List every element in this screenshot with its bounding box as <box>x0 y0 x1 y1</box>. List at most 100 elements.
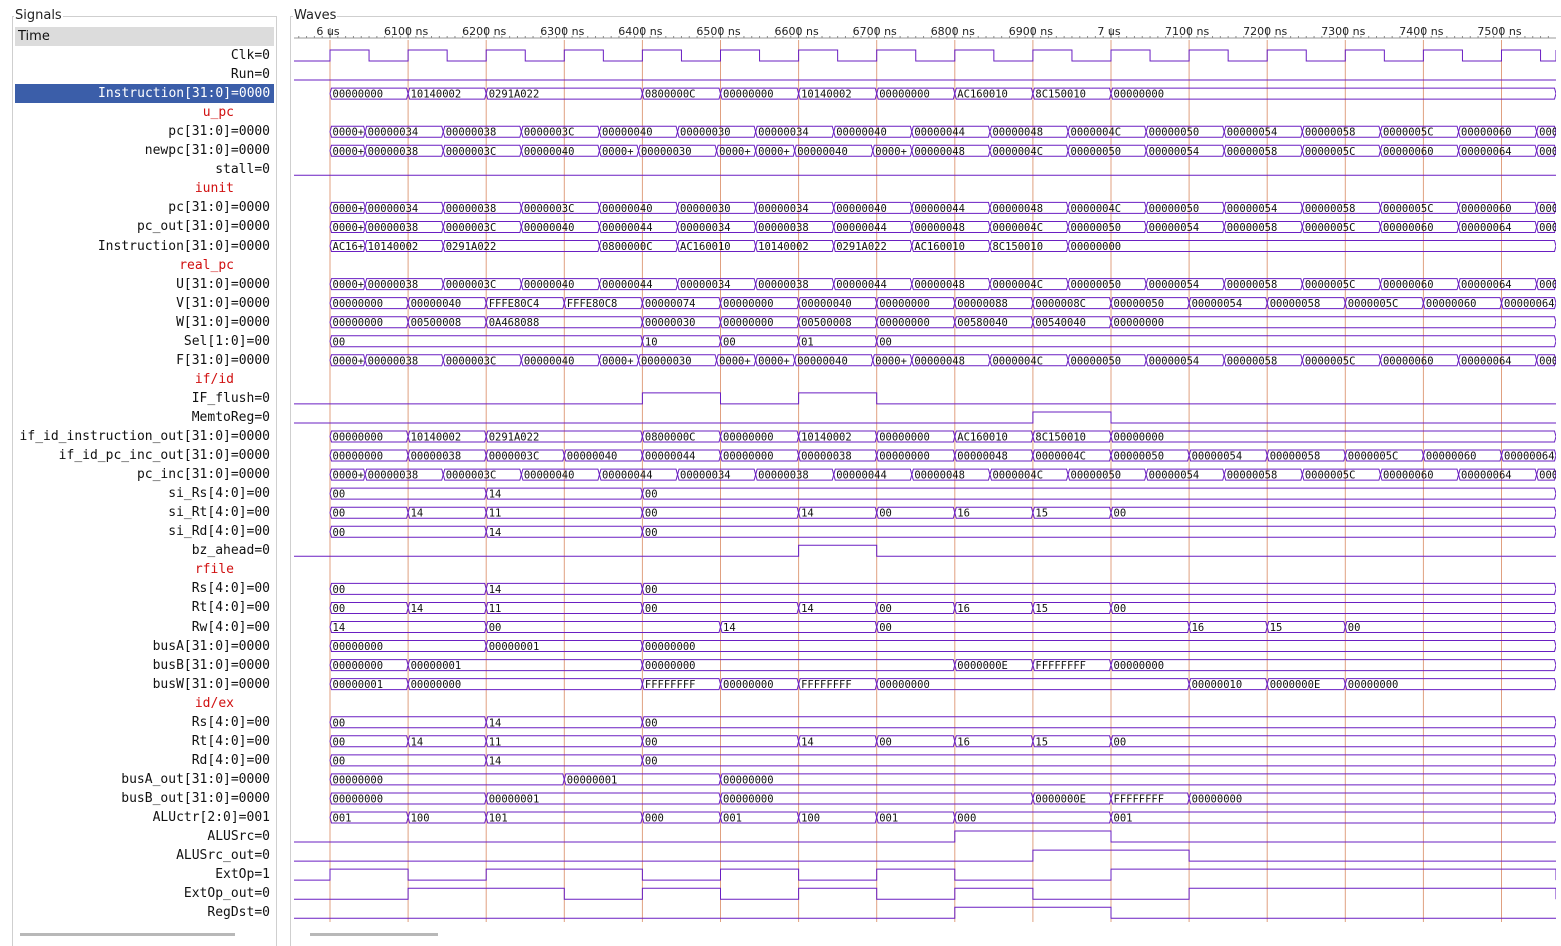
bus-segment[interactable]: 00000040 <box>794 144 874 158</box>
signal-group-rfile[interactable]: rfile <box>15 560 274 579</box>
bus-segment[interactable]: 00500008 <box>407 316 487 330</box>
bus-segment[interactable]: 001 <box>329 811 409 825</box>
bus-segment[interactable]: 15 <box>1266 621 1346 635</box>
bus-segment[interactable]: 0000+ <box>329 125 366 139</box>
bus-segment[interactable]: 00000038 <box>364 278 444 292</box>
bus-segment[interactable]: 00000068 <box>1536 144 1556 158</box>
bus-segment[interactable]: 00000040 <box>407 297 487 311</box>
signal-row-f-31-0-0000[interactable]: F[31:0]=0000 <box>15 351 274 370</box>
bus-segment[interactable]: 00000044 <box>833 278 913 292</box>
bus-segment[interactable]: 0000004C <box>989 468 1069 482</box>
bus-segment[interactable]: 16 <box>954 601 1034 615</box>
bus-segment[interactable]: 16 <box>954 735 1034 749</box>
bus-segment[interactable]: 00000000 <box>1188 792 1556 806</box>
bus-segment[interactable]: AC160010 <box>954 87 1034 101</box>
bus-segment[interactable]: 00000068 <box>1536 278 1556 292</box>
bus-segment[interactable]: 0000+ <box>716 144 757 158</box>
bus-segment[interactable]: 0000000E <box>954 659 1034 673</box>
bus-segment[interactable]: 14 <box>798 506 878 520</box>
bus-segment[interactable]: 00000058 <box>1223 278 1303 292</box>
wave-alusrc-0[interactable] <box>294 830 1556 843</box>
bus-segment[interactable]: 00000030 <box>677 125 757 139</box>
bus-segment[interactable]: 00000000 <box>1067 240 1556 254</box>
bus-segment[interactable]: 00000000 <box>329 449 409 463</box>
signal-row-w-31-0-0000[interactable]: W[31:0]=0000 <box>15 313 274 332</box>
bus-segment[interactable]: 0000005C <box>1301 220 1381 234</box>
bus-segment[interactable]: 00000000 <box>329 297 409 311</box>
bus-segment[interactable]: 000 <box>641 811 722 825</box>
signal-row-stall-0[interactable]: stall=0 <box>15 160 274 179</box>
bus-segment[interactable]: AC16+ <box>329 240 366 254</box>
wave-if-flush-0[interactable] <box>294 392 1556 405</box>
bus-segment[interactable]: 00000044 <box>911 125 991 139</box>
bus-segment[interactable]: 00000060 <box>1422 297 1503 311</box>
bus-segment[interactable]: 0000+ <box>755 354 796 368</box>
wave-extop-out-0[interactable] <box>294 887 1556 900</box>
bus-segment[interactable]: 00000038 <box>364 468 444 482</box>
bus-segment[interactable]: 0000000E <box>1266 678 1346 692</box>
signal-row-pc-out-31-0-0000[interactable]: pc_out[31:0]=0000 <box>15 217 274 236</box>
bus-segment[interactable]: 00000030 <box>637 354 718 368</box>
signals-horizontal-scrollbar[interactable] <box>20 933 235 936</box>
signal-row-alusrc-0[interactable]: ALUSrc=0 <box>15 827 274 846</box>
bus-segment[interactable]: 15 <box>1032 506 1112 520</box>
bus-segment[interactable]: 00000040 <box>520 220 600 234</box>
bus-segment[interactable]: 00000040 <box>794 354 874 368</box>
bus-segment[interactable]: 00000064 <box>1458 220 1538 234</box>
bus-segment[interactable]: 00000060 <box>1422 449 1503 463</box>
bus-segment[interactable]: 00000060 <box>1458 125 1538 139</box>
signal-row-busa-31-0-0000[interactable]: busA[31:0]=0000 <box>15 637 274 656</box>
bus-segment[interactable]: 00000044 <box>833 468 913 482</box>
signal-row-rd-4-0-00[interactable]: Rd[4:0]=00 <box>15 751 274 770</box>
bus-segment[interactable]: 00000068 <box>1536 468 1556 482</box>
bus-segment[interactable]: 0000003C <box>520 125 600 139</box>
bus-segment[interactable]: 00580040 <box>954 316 1034 330</box>
bus-segment[interactable]: 8C150010 <box>1032 430 1112 444</box>
bus-segment[interactable]: 00000034 <box>364 125 444 139</box>
bus-segment[interactable]: 00000054 <box>1145 278 1225 292</box>
bus-segment[interactable]: 00000050 <box>1145 125 1225 139</box>
signal-row-instruction-31-0-0000[interactable]: Instruction[31:0]=0000 <box>15 84 274 104</box>
bus-segment[interactable]: 00000000 <box>1110 316 1556 330</box>
signal-row-rt-4-0-00[interactable]: Rt[4:0]=00 <box>15 732 274 751</box>
bus-segment[interactable]: 0000004C <box>989 144 1069 158</box>
bus-segment[interactable]: 00000064 <box>1458 144 1538 158</box>
bus-segment[interactable]: 00000000 <box>876 297 956 311</box>
bus-segment[interactable]: 01 <box>798 335 878 349</box>
bus-segment[interactable]: 00 <box>1344 621 1556 635</box>
signal-row-rw-4-0-00[interactable]: Rw[4:0]=00 <box>15 618 274 637</box>
bus-segment[interactable]: 00000048 <box>989 125 1069 139</box>
bus-segment[interactable]: 14 <box>407 601 487 615</box>
bus-segment[interactable]: 00000058 <box>1266 449 1346 463</box>
bus-segment[interactable]: 00 <box>1110 506 1556 520</box>
bus-segment[interactable]: 0000003C <box>485 449 565 463</box>
bus-segment[interactable]: 0000+ <box>872 144 913 158</box>
bus-segment[interactable]: 00 <box>876 335 1556 349</box>
bus-segment[interactable]: 0000005C <box>1301 278 1381 292</box>
signal-row-extop-1[interactable]: ExtOp=1 <box>15 865 274 884</box>
bus-segment[interactable]: 00000058 <box>1301 201 1381 215</box>
bus-segment[interactable]: 00 <box>641 487 1556 501</box>
bus-segment[interactable]: 00000001 <box>329 678 409 692</box>
bus-segment[interactable]: 0291A022 <box>442 240 600 254</box>
bus-segment[interactable]: 001 <box>876 811 956 825</box>
bus-segment[interactable]: 14 <box>798 735 878 749</box>
waves-horizontal-scrollbar[interactable] <box>310 933 438 936</box>
bus-segment[interactable]: 00000064 <box>1458 354 1538 368</box>
bus-segment[interactable]: 00000064 <box>1500 297 1557 311</box>
wave-alusrc-out-0[interactable] <box>294 849 1556 862</box>
signal-row-newpc-31-0-0000[interactable]: newpc[31:0]=0000 <box>15 141 274 160</box>
bus-segment[interactable]: FFFFFFFF <box>1110 792 1190 806</box>
signal-row-si-rd-4-0-00[interactable]: si_Rd[4:0]=00 <box>15 522 274 541</box>
signal-group-if-id[interactable]: if/id <box>15 370 274 389</box>
bus-segment[interactable]: 001 <box>1110 811 1556 825</box>
signal-row-busb-31-0-0000[interactable]: busB[31:0]=0000 <box>15 656 274 675</box>
bus-segment[interactable]: 00000050 <box>1067 220 1147 234</box>
